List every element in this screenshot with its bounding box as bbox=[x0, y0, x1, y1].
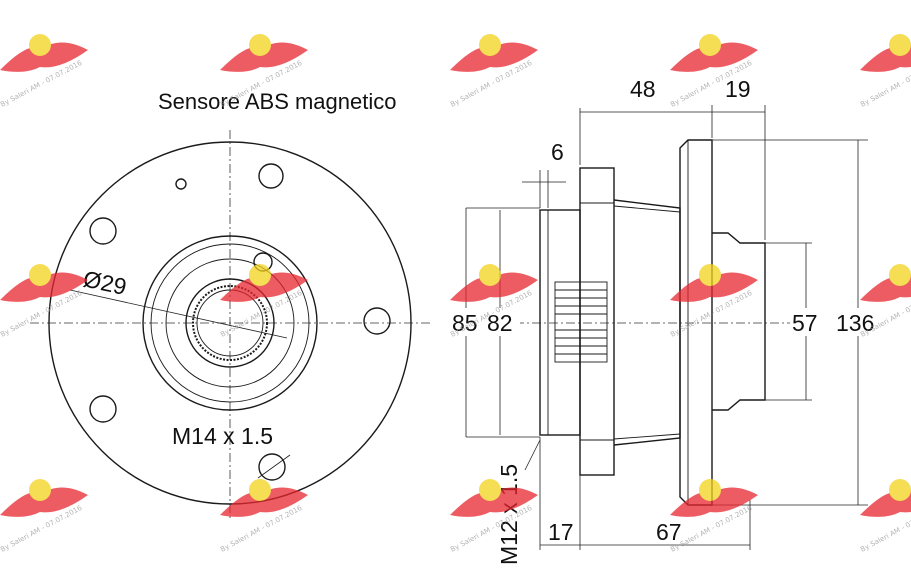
dim-thread: M12 x 1.5 bbox=[496, 464, 522, 565]
watermark-logo: By Saleri AM - 07.07.2016 bbox=[0, 34, 88, 109]
stud-leader-line bbox=[257, 454, 291, 479]
side-inner-body bbox=[539, 209, 581, 436]
watermark-logo: By Saleri AM - 07.07.2016 bbox=[219, 479, 308, 554]
hub-ring-outer bbox=[142, 235, 318, 411]
watermark-logo: By Saleri AM - 07.07.2016 bbox=[669, 479, 758, 554]
watermark-logo: By Saleri AM - 07.07.2016 bbox=[669, 264, 758, 339]
side-taper-line bbox=[613, 205, 681, 213]
flange-outline bbox=[48, 141, 412, 505]
watermark-logo: By Saleri AM - 07.07.2016 bbox=[449, 34, 538, 109]
stud-hole bbox=[89, 395, 117, 423]
bore-diameter-label: Ø29 bbox=[81, 265, 129, 299]
side-flange-left bbox=[579, 167, 615, 476]
dim-label-bg bbox=[834, 308, 884, 336]
spline-ring bbox=[192, 285, 268, 361]
small-hole bbox=[175, 178, 187, 190]
side-view: 48 19 6 85 82 57 136 M12 x 1.5 bbox=[450, 76, 884, 565]
thread-leader-line bbox=[524, 439, 541, 471]
dim-flange-width: 6 bbox=[551, 139, 564, 165]
side-pilot bbox=[712, 232, 766, 411]
spline-root bbox=[196, 289, 264, 357]
dim-flange-offset: 19 bbox=[725, 76, 751, 102]
watermark-logo: By Saleri AM - 07.07.2016 bbox=[449, 479, 538, 554]
watermark-logo: By Saleri AM - 07.07.2016 bbox=[859, 479, 911, 554]
side-taper-body bbox=[613, 199, 681, 446]
dim-bottom-67: 67 bbox=[656, 519, 682, 545]
stud-hole bbox=[89, 217, 117, 245]
front-view: Ø29 M14 x 1.5 bbox=[30, 130, 430, 520]
dim-flange-diameter: 136 bbox=[836, 310, 874, 336]
dim-pilot-diameter: 57 bbox=[792, 310, 818, 336]
dim-total-length: 48 bbox=[630, 76, 656, 102]
dim-bottom-17: 17 bbox=[548, 519, 574, 545]
side-spline bbox=[554, 281, 608, 363]
hub-ring bbox=[150, 243, 310, 403]
stud-hole bbox=[363, 307, 391, 335]
stud-hole bbox=[258, 163, 284, 189]
drawing-title: Sensore ABS magnetico bbox=[158, 89, 396, 114]
dim-label-bg bbox=[450, 308, 520, 336]
hub-ring bbox=[165, 258, 295, 388]
watermark-logo: By Saleri AM - 07.07.2016 bbox=[0, 479, 88, 554]
dim-outer-diameter-82: 82 bbox=[487, 310, 513, 336]
watermark-logo: By Saleri AM - 07.07.2016 bbox=[859, 264, 911, 339]
dim-label-bg bbox=[790, 308, 826, 336]
dim-outer-diameter-85: 85 bbox=[452, 310, 478, 336]
watermark-logo: By Saleri AM - 07.07.2016 bbox=[0, 264, 88, 339]
side-taper-line bbox=[613, 433, 681, 440]
watermark-logo: By Saleri AM - 07.07.2016 bbox=[859, 34, 911, 109]
stud-thread-label: M14 x 1.5 bbox=[172, 423, 273, 449]
bore-leader-line bbox=[69, 289, 288, 339]
bore-ring bbox=[185, 278, 275, 368]
watermark-layer: By Saleri AM - 07.07.2016 By Saleri AM - … bbox=[0, 34, 911, 554]
stud-hole bbox=[258, 453, 286, 481]
watermark-logo: By Saleri AM - 07.07.2016 bbox=[219, 264, 308, 339]
